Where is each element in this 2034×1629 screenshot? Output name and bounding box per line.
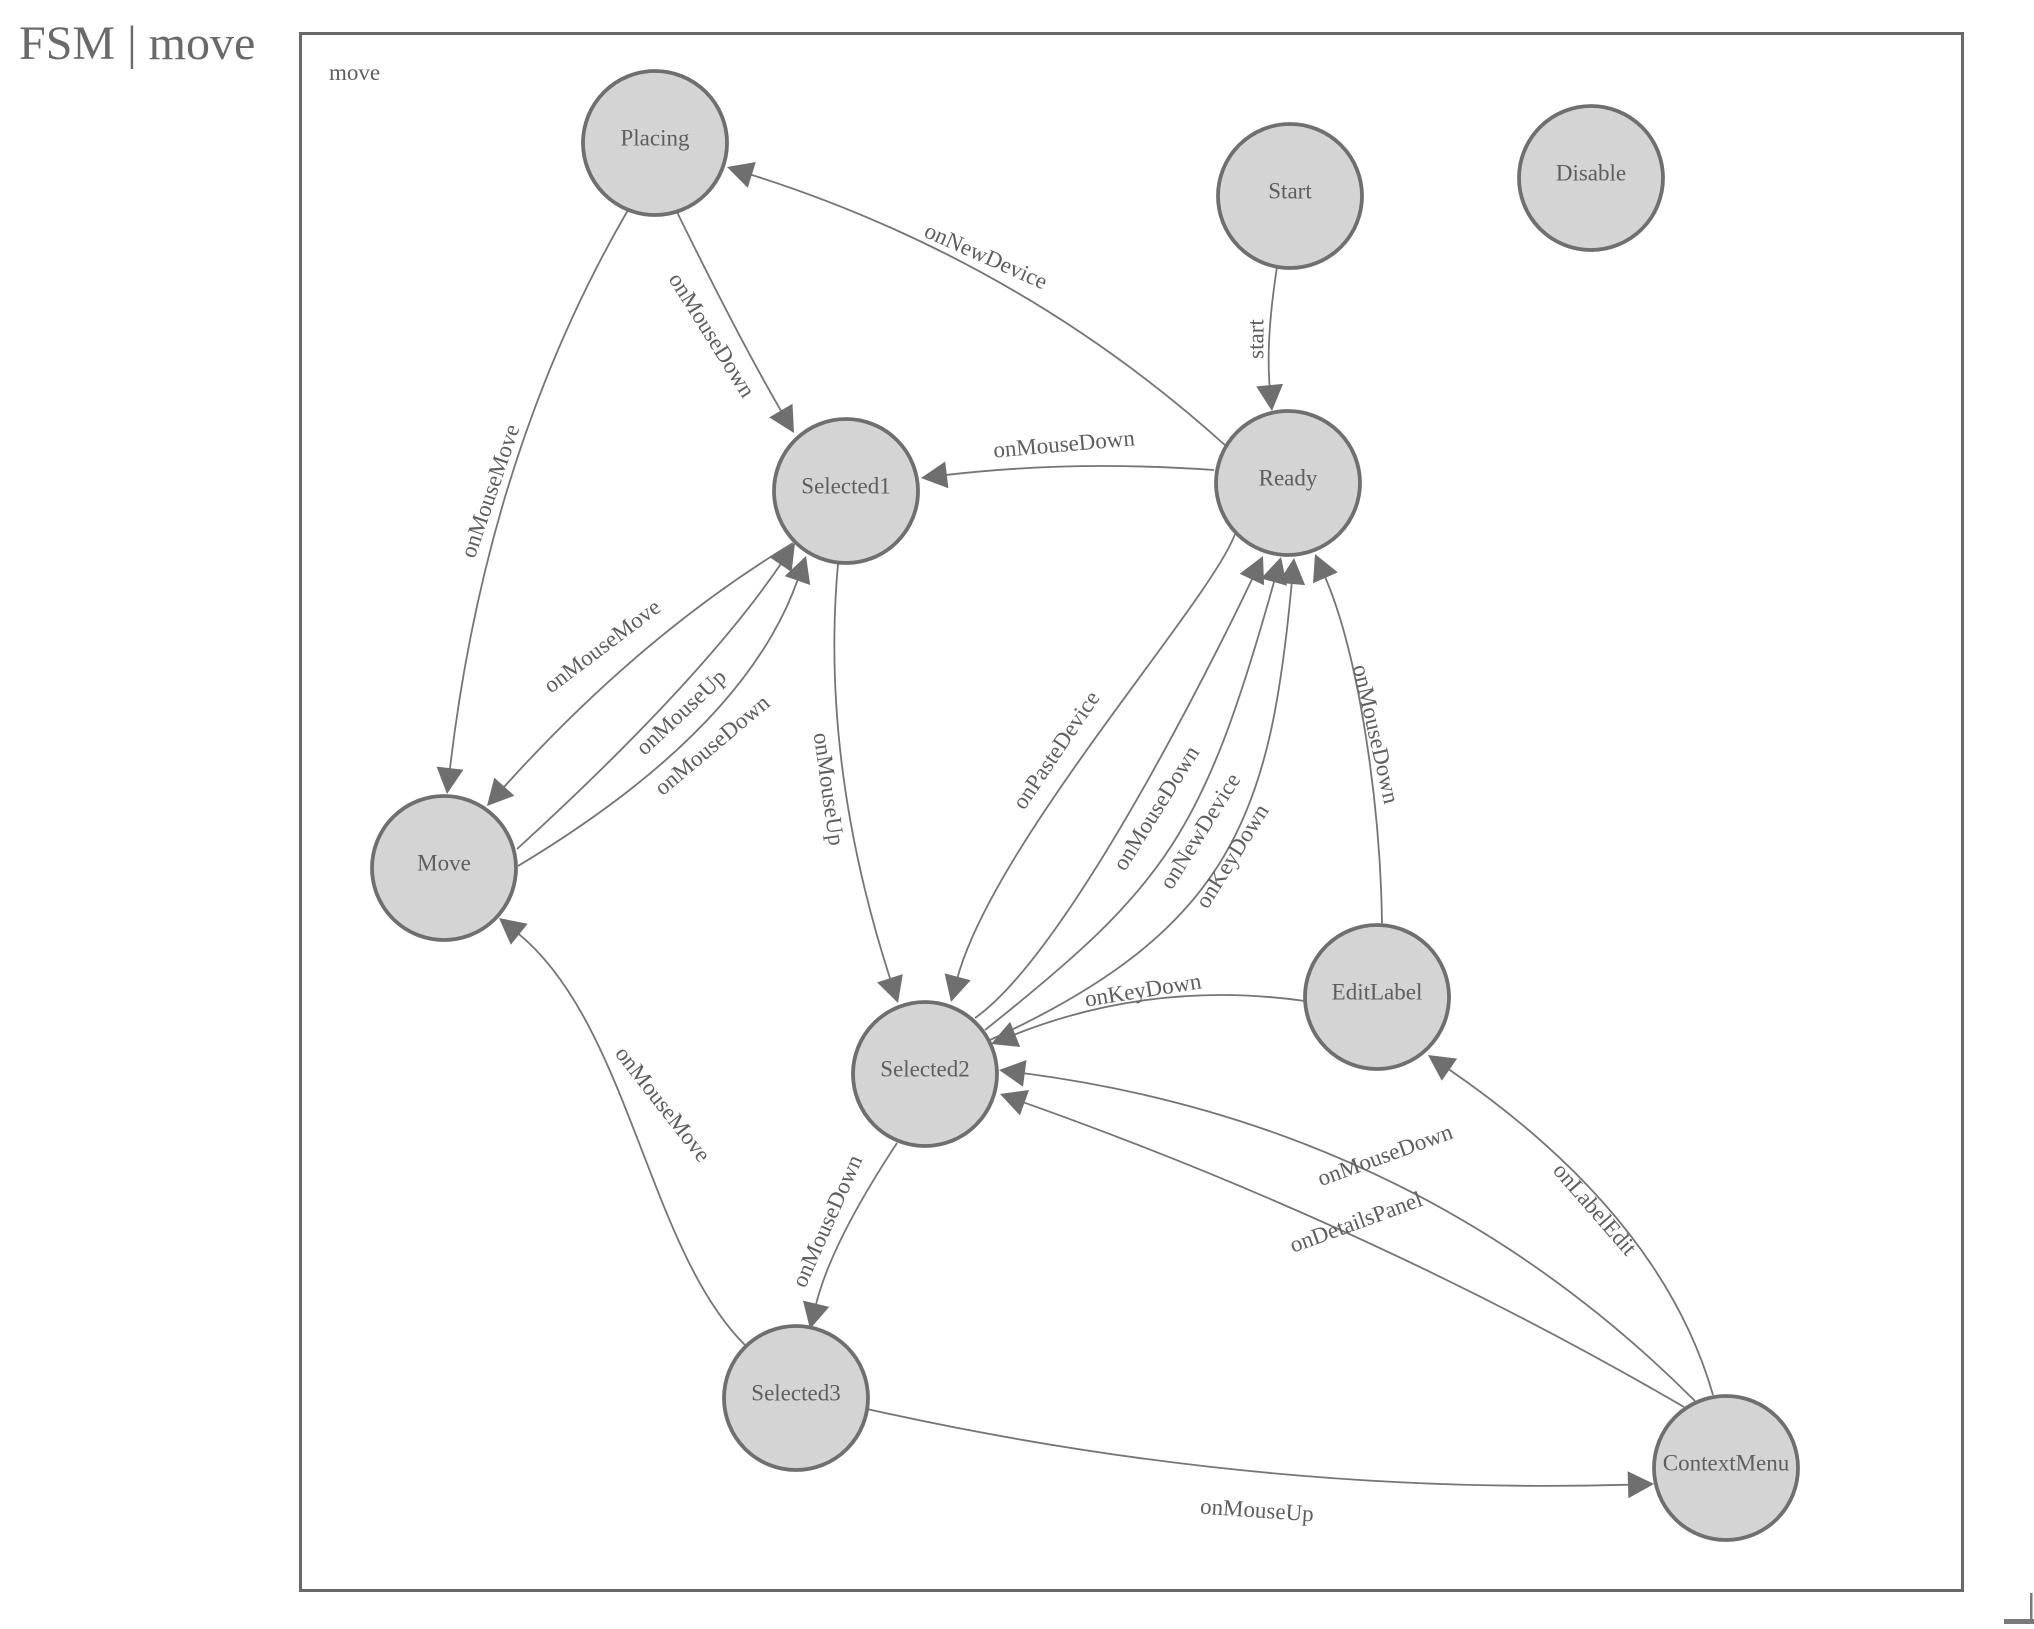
svg-text:Start: Start — [1268, 179, 1312, 204]
svg-text:onMouseDown: onMouseDown — [1314, 1119, 1456, 1191]
svg-text:move: move — [329, 60, 380, 85]
svg-text:Selected1: Selected1 — [801, 474, 890, 499]
svg-text:Move: Move — [417, 851, 471, 876]
svg-text:onMouseUp: onMouseUp — [1199, 1494, 1314, 1527]
svg-text:onMouseMove: onMouseMove — [539, 594, 665, 698]
svg-text:onDetailsPanel: onDetailsPanel — [1286, 1186, 1425, 1257]
svg-text:ContextMenu: ContextMenu — [1663, 1451, 1790, 1476]
svg-text:onNewDevice: onNewDevice — [921, 218, 1051, 294]
svg-text:onMouseDown: onMouseDown — [992, 425, 1136, 462]
svg-text:start: start — [1244, 319, 1269, 359]
svg-text:onMouseDown: onMouseDown — [664, 268, 761, 402]
svg-text:onLabelEdit: onLabelEdit — [1548, 1158, 1642, 1261]
svg-text:onKeyDown: onKeyDown — [1083, 968, 1203, 1011]
svg-text:Disable: Disable — [1556, 161, 1626, 186]
svg-text:onMouseUp: onMouseUp — [809, 731, 850, 847]
svg-text:Ready: Ready — [1259, 466, 1318, 491]
svg-text:Selected2: Selected2 — [880, 1057, 969, 1082]
svg-text:onMouseDown: onMouseDown — [1348, 662, 1404, 806]
svg-text:onMouseMove: onMouseMove — [456, 421, 525, 561]
svg-text:Selected3: Selected3 — [751, 1381, 840, 1406]
svg-text:EditLabel: EditLabel — [1332, 980, 1423, 1005]
svg-text:Placing: Placing — [621, 126, 690, 151]
svg-text:FSM | move: FSM | move — [19, 17, 255, 70]
svg-text:onMouseMove: onMouseMove — [610, 1041, 715, 1166]
